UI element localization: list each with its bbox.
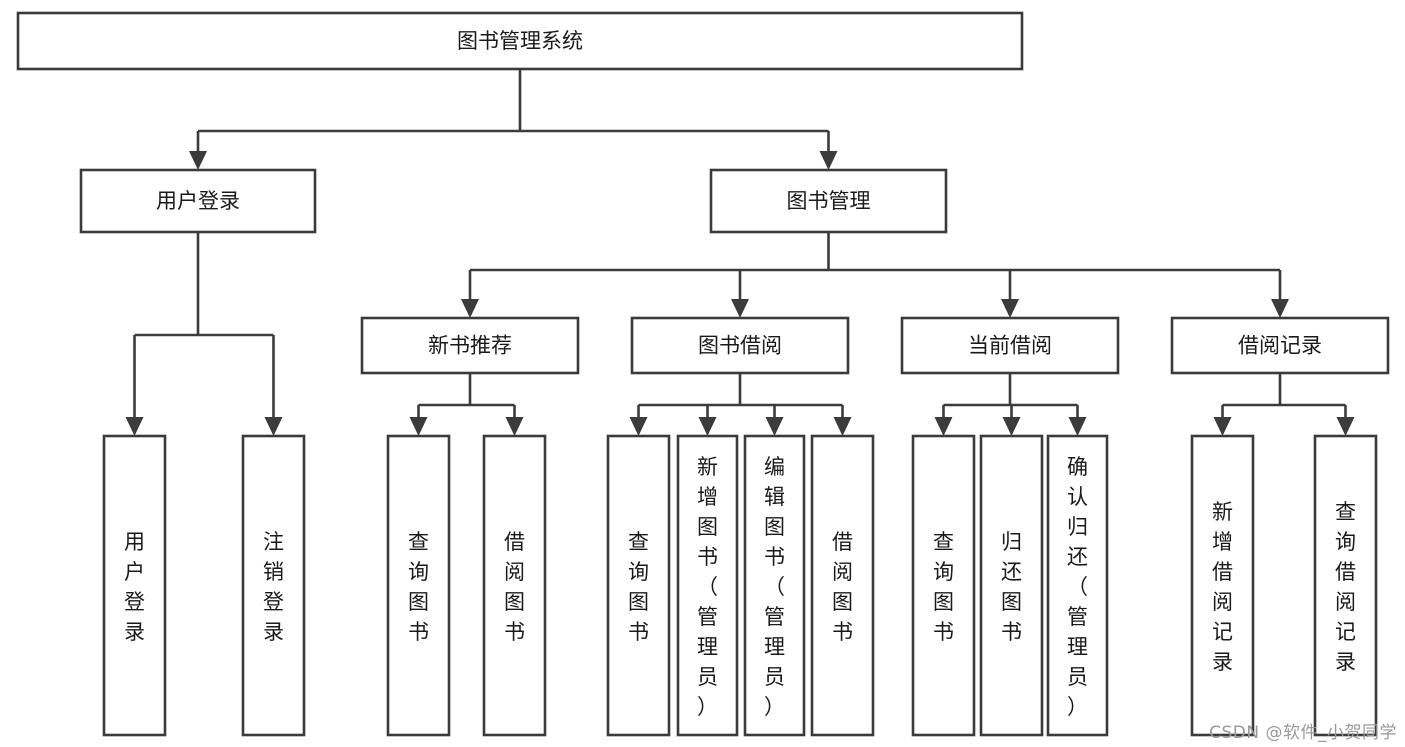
node-user-login[interactable]: 用户登录 — [79, 168, 317, 234]
connector-group-new-book-rec-to-leaves — [409, 373, 524, 436]
node-box-borrow-record[interactable] — [1170, 316, 1390, 375]
arrow-head-icon — [505, 417, 524, 436]
node-box-leaf-query-record[interactable] — [1313, 434, 1378, 737]
connector-group-user-login-to-leaves — [125, 232, 283, 436]
arrow-head-icon — [409, 417, 428, 436]
node-label-book-borrow: 图书借阅 — [698, 334, 782, 358]
arrow-head-icon — [629, 417, 648, 436]
node-label-new-book-rec: 新书推荐 — [428, 334, 512, 358]
node-box-book-borrow[interactable] — [630, 316, 850, 375]
node-leaf-borrow-book-rec[interactable]: 借阅图书 — [482, 434, 547, 737]
node-leaf-query-book-current[interactable]: 查询图书 — [911, 434, 976, 737]
node-book-manage[interactable]: 图书管理 — [709, 168, 948, 234]
node-label-leaf-borrow-book-rec: 借阅图书 — [504, 530, 525, 644]
node-leaf-edit-book[interactable]: 编辑图书（管理员） — [743, 434, 806, 737]
node-box-leaf-query-book-borrow[interactable] — [606, 434, 671, 737]
node-label-leaf-add-book: 新增图书（管理员） — [697, 455, 718, 719]
node-box-leaf-add-record[interactable] — [1190, 434, 1255, 737]
node-box-leaf-borrow-book-rec[interactable] — [482, 434, 547, 737]
node-label-book-manage: 图书管理 — [787, 189, 871, 213]
node-leaf-add-book[interactable]: 新增图书（管理员） — [676, 434, 739, 737]
node-box-leaf-borrow-book[interactable] — [810, 434, 875, 737]
node-leaf-borrow-book[interactable]: 借阅图书 — [810, 434, 875, 737]
arrow-head-icon — [934, 417, 953, 436]
node-label-leaf-query-book-borrow: 查询图书 — [628, 530, 649, 644]
arrow-head-icon — [765, 417, 784, 436]
arrow-head-icon — [461, 299, 479, 318]
arrow-head-icon — [189, 151, 207, 170]
node-label-leaf-borrow-book: 借阅图书 — [832, 530, 853, 644]
node-label-leaf-return-book: 归还图书 — [1001, 530, 1022, 644]
arrow-head-icon — [1002, 417, 1021, 436]
nodes-layer: 图书管理系统用户登录图书管理新书推荐图书借阅当前借阅借阅记录用户登录注销登录查询… — [16, 11, 1390, 737]
connectors-layer — [125, 69, 1355, 436]
node-label-leaf-add-record: 新增借阅记录 — [1212, 500, 1233, 674]
arrow-head-icon — [264, 417, 283, 436]
connector-group-root-to-level2 — [189, 69, 838, 170]
node-leaf-confirm-return[interactable]: 确认归还（管理员） — [1046, 434, 1109, 737]
node-label-leaf-edit-book: 编辑图书（管理员） — [764, 455, 785, 719]
node-box-leaf-add-book[interactable] — [676, 434, 739, 737]
node-box-leaf-return-book[interactable] — [979, 434, 1044, 737]
connector-group-current-borrow-to-leaves — [934, 373, 1087, 436]
arrow-head-icon — [1336, 417, 1355, 436]
node-book-borrow[interactable]: 图书借阅 — [630, 316, 850, 375]
node-box-leaf-edit-book[interactable] — [743, 434, 806, 737]
node-label-borrow-record: 借阅记录 — [1238, 334, 1322, 358]
node-label-leaf-confirm-return: 确认归还（管理员） — [1067, 455, 1088, 719]
node-box-current-borrow[interactable] — [900, 316, 1120, 375]
connector-group-book-borrow-to-leaves — [629, 373, 852, 436]
node-leaf-query-record[interactable]: 查询借阅记录 — [1313, 434, 1378, 737]
node-box-book-manage[interactable] — [709, 168, 948, 234]
node-leaf-add-record[interactable]: 新增借阅记录 — [1190, 434, 1255, 737]
node-label-leaf-user-login: 用户登录 — [124, 530, 145, 644]
node-label-leaf-query-book-rec: 查询图书 — [408, 530, 429, 644]
node-label-current-borrow: 当前借阅 — [968, 334, 1052, 358]
arrow-head-icon — [698, 417, 717, 436]
arrow-head-icon — [833, 417, 852, 436]
node-label-leaf-query-book-current: 查询图书 — [933, 530, 954, 644]
node-leaf-logout[interactable]: 注销登录 — [241, 434, 306, 737]
node-leaf-query-book-rec[interactable]: 查询图书 — [386, 434, 451, 737]
arrow-head-icon — [1213, 417, 1232, 436]
node-borrow-record[interactable]: 借阅记录 — [1170, 316, 1390, 375]
arrow-head-icon — [819, 151, 838, 170]
node-box-leaf-query-book-current[interactable] — [911, 434, 976, 737]
arrow-head-icon — [1068, 417, 1087, 436]
node-leaf-query-book-borrow[interactable]: 查询图书 — [606, 434, 671, 737]
node-box-leaf-user-login[interactable] — [102, 434, 167, 737]
node-label-leaf-query-record: 查询借阅记录 — [1335, 500, 1356, 674]
node-box-leaf-query-book-rec[interactable] — [386, 434, 451, 737]
arrow-head-icon — [125, 417, 144, 436]
arrow-head-icon — [1271, 299, 1289, 318]
node-leaf-return-book[interactable]: 归还图书 — [979, 434, 1044, 737]
node-box-new-book-rec[interactable] — [360, 316, 580, 375]
node-current-borrow[interactable]: 当前借阅 — [900, 316, 1120, 375]
connector-group-borrow-record-to-leaves — [1213, 373, 1355, 436]
node-box-user-login[interactable] — [79, 168, 317, 234]
node-box-leaf-confirm-return[interactable] — [1046, 434, 1109, 737]
node-label-user-login: 用户登录 — [156, 189, 240, 213]
node-new-book-rec[interactable]: 新书推荐 — [360, 316, 580, 375]
node-label-leaf-logout: 注销登录 — [263, 530, 284, 644]
node-label-root: 图书管理系统 — [457, 29, 583, 53]
connector-group-book-manage-to-level3 — [461, 232, 1289, 318]
node-box-root[interactable] — [16, 11, 1024, 71]
arrow-head-icon — [731, 299, 749, 318]
arrow-head-icon — [1001, 299, 1019, 318]
node-leaf-user-login[interactable]: 用户登录 — [102, 434, 167, 737]
node-box-leaf-logout[interactable] — [241, 434, 306, 737]
node-root[interactable]: 图书管理系统 — [16, 11, 1024, 71]
